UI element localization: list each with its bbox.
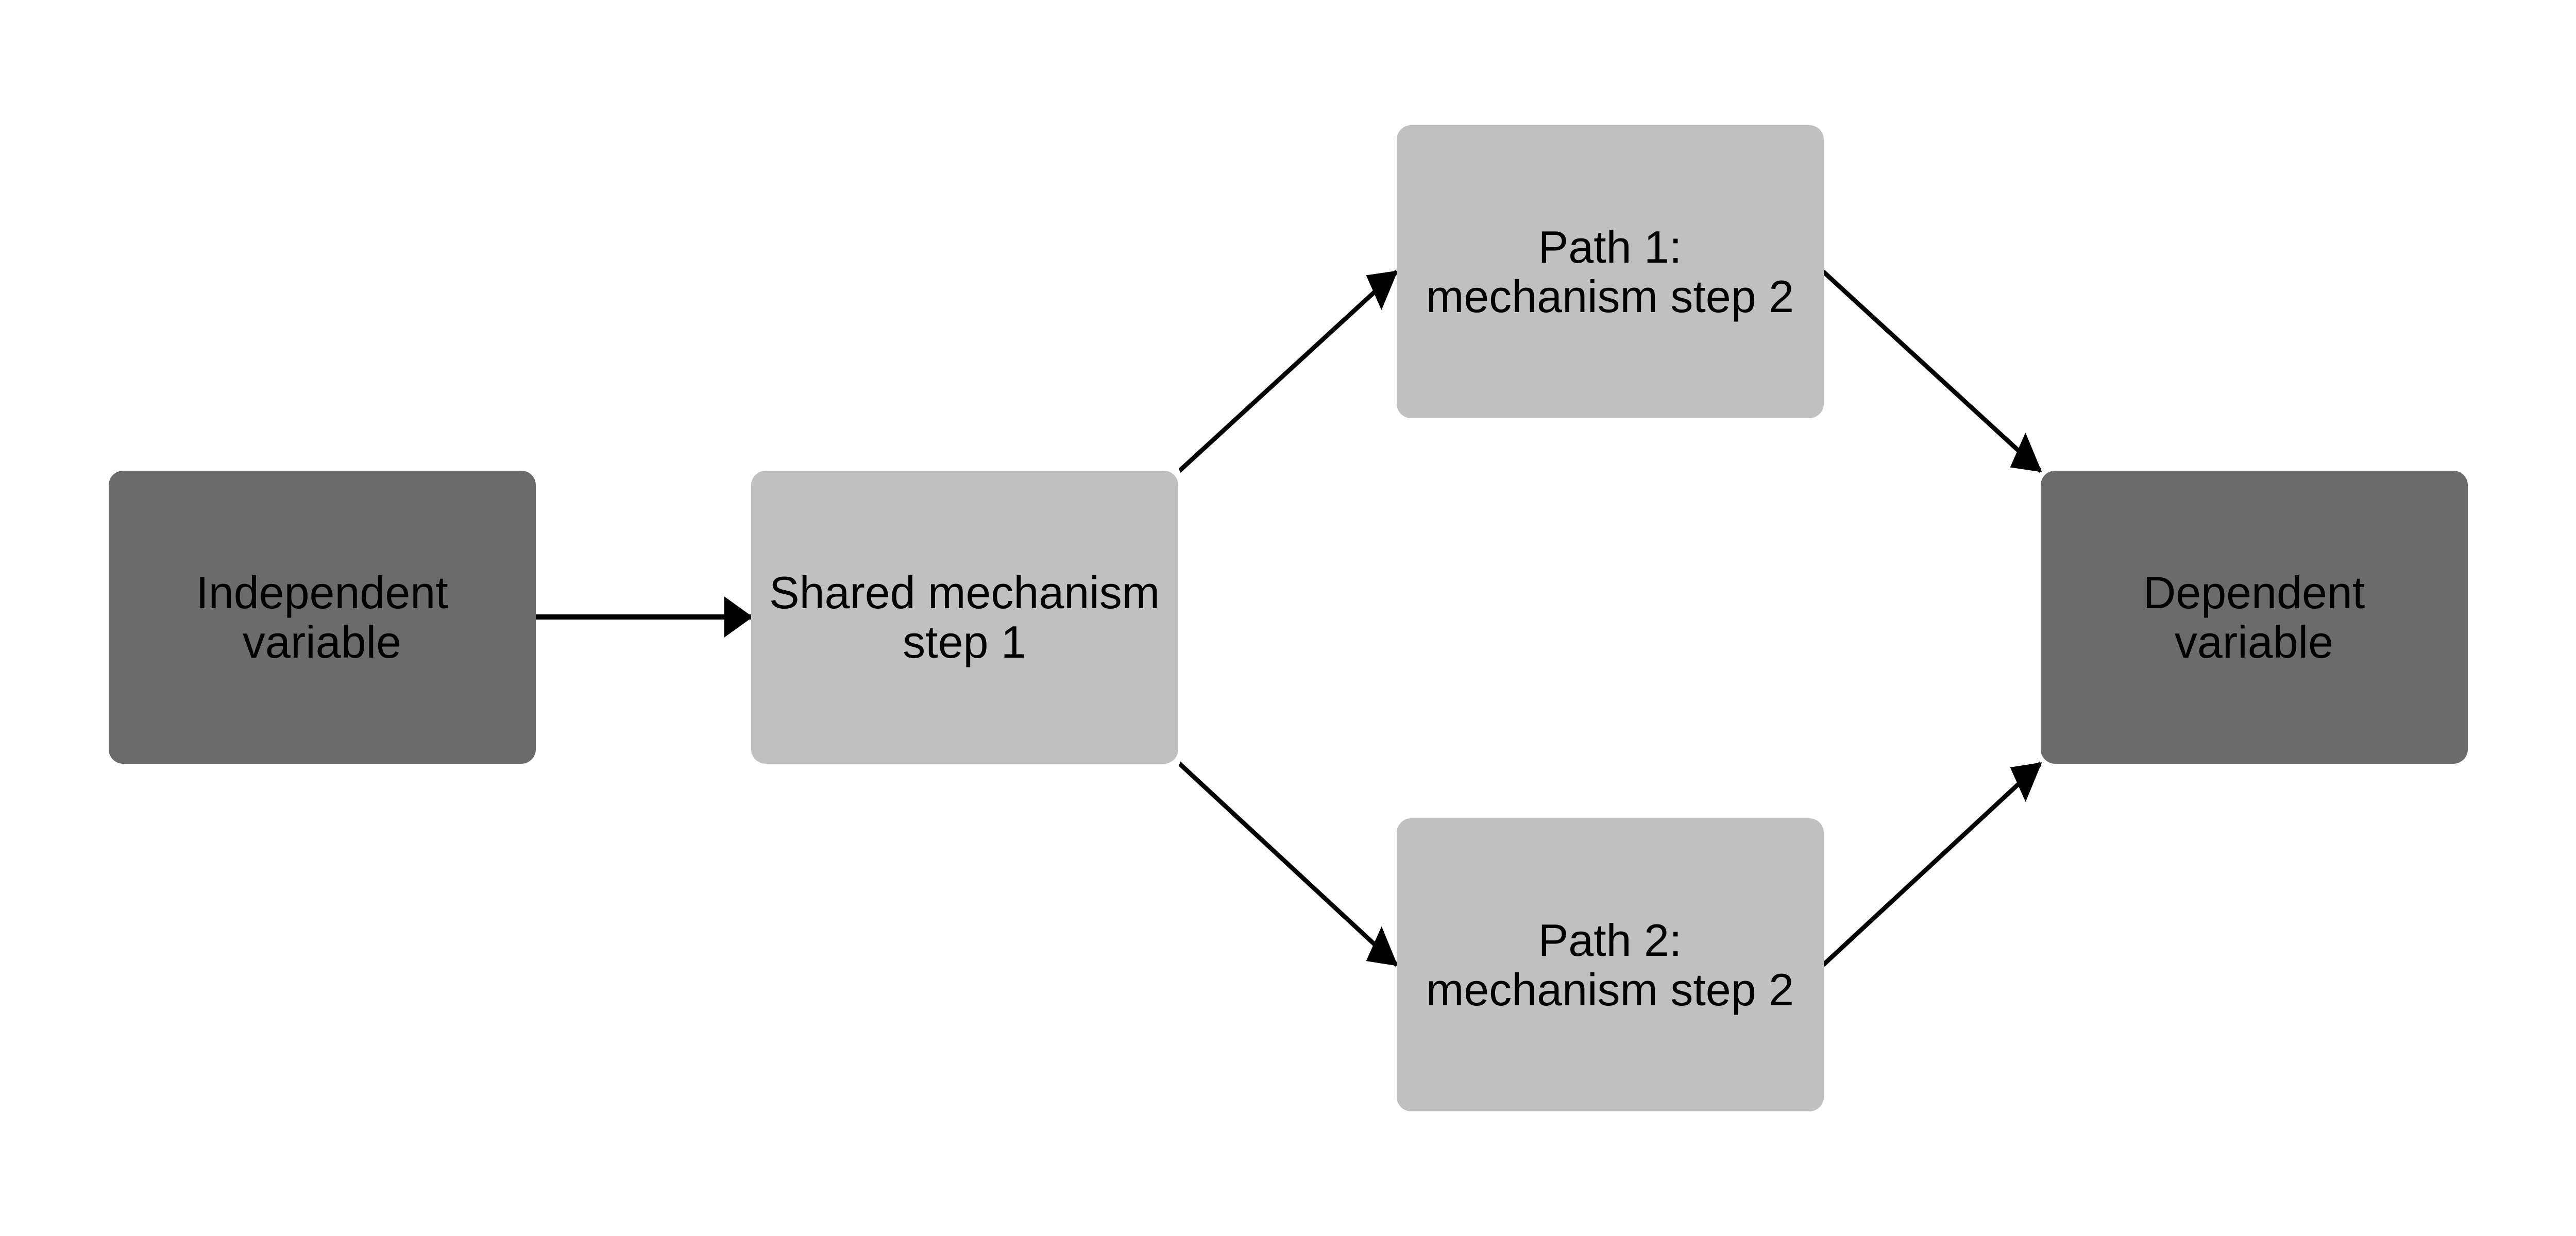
node-label: Dependent <box>2143 566 2365 618</box>
node-label: variable <box>242 616 402 667</box>
node-label: Path 2: <box>1538 914 1682 966</box>
arrow-shared-to-path2 <box>1178 761 1398 967</box>
node-label: Shared mechanism <box>769 566 1160 618</box>
independent-variable-node: Independent variable <box>108 471 536 764</box>
arrow-path2-to-dependent <box>1822 761 2042 967</box>
shared-mechanism-node: Shared mechanism step 1 <box>751 471 1178 764</box>
path1-node: Path 1: mechanism step 2 <box>1396 125 1824 418</box>
arrow-shared-to-path1 <box>1178 269 1398 473</box>
node-label: mechanism step 2 <box>1426 964 1794 1015</box>
node-label: variable <box>2174 616 2334 667</box>
node-label: step 1 <box>903 616 1026 667</box>
path2-node: Path 2: mechanism step 2 <box>1396 818 1824 1111</box>
dependent-variable-node: Dependent variable <box>2040 471 2468 764</box>
node-label: Independent <box>196 566 448 618</box>
node-label: mechanism step 2 <box>1426 270 1794 322</box>
node-label: Path 1: <box>1538 221 1682 272</box>
arrow-path1-to-dependent <box>1822 269 2042 473</box>
